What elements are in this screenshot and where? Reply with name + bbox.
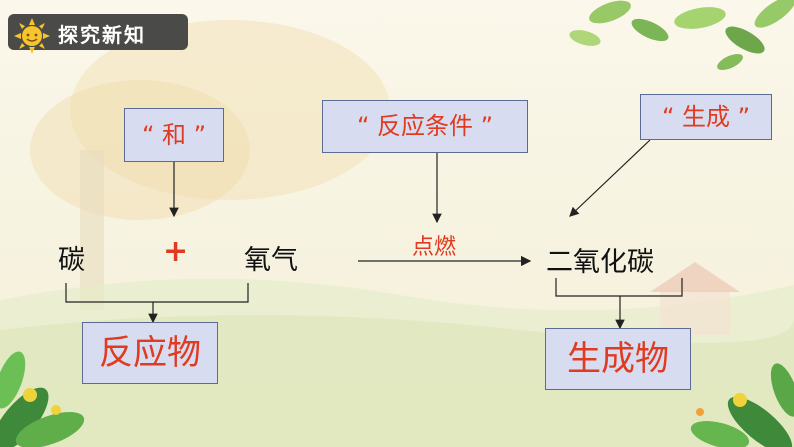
- ignite-condition: 点燃: [412, 235, 457, 260]
- oxygen-term: 氧气: [244, 245, 298, 276]
- reactants-label: 反应物: [99, 333, 201, 373]
- condition-label-box: “ 反应条件 ”: [322, 100, 528, 153]
- reactants-box: 反应物: [82, 322, 218, 384]
- produce-label: “ 生成 ”: [661, 103, 751, 131]
- condition-label: “ 反应条件 ”: [356, 112, 494, 140]
- co2-term: 二氧化碳: [546, 247, 654, 278]
- plus-sign: +: [163, 234, 189, 269]
- products-box: 生成物: [545, 328, 691, 390]
- and-label: “ 和 ”: [141, 121, 207, 149]
- section-title: 探究新知: [58, 23, 146, 47]
- and-label-box: “ 和 ”: [124, 108, 224, 162]
- carbon-term: 碳: [58, 245, 85, 276]
- products-label: 生成物: [567, 339, 669, 379]
- sun-icon: [14, 18, 50, 54]
- produce-label-box: “ 生成 ”: [640, 94, 772, 140]
